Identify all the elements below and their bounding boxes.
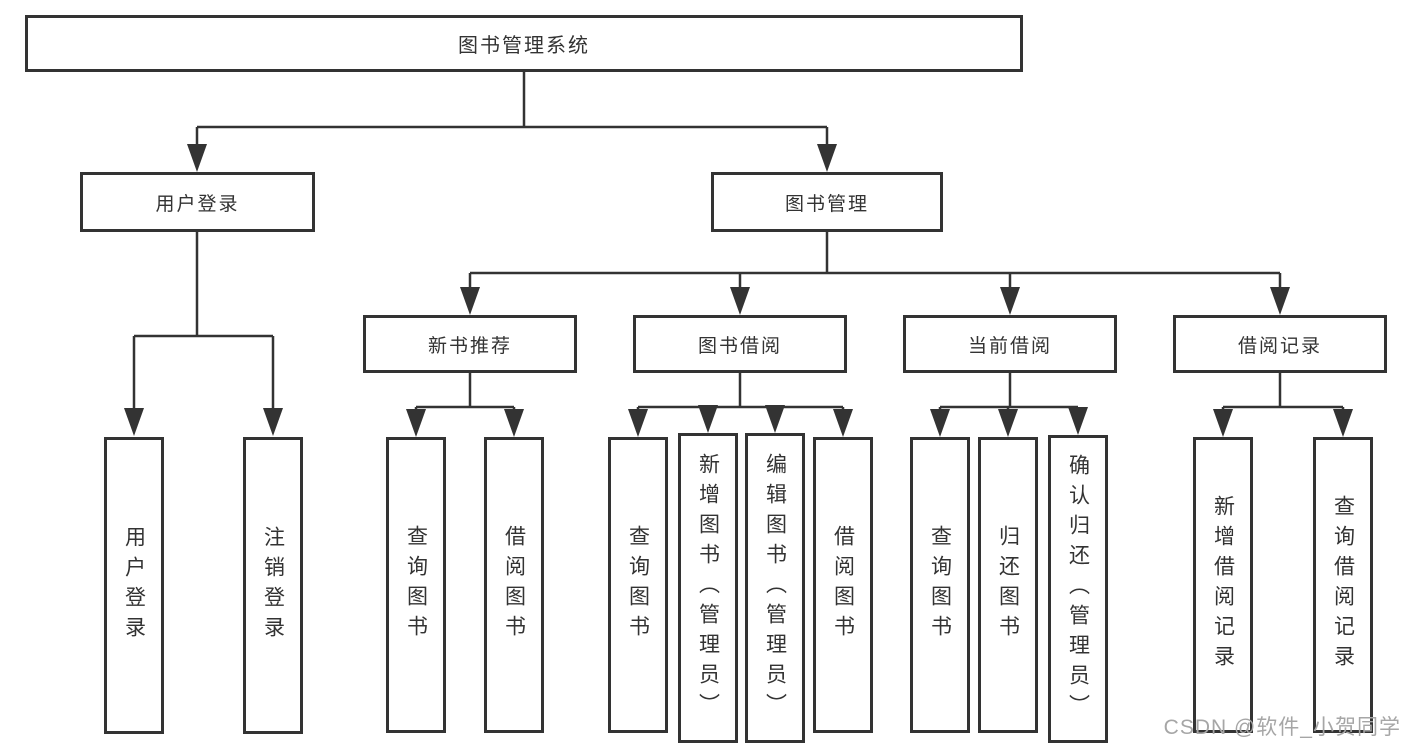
- arrowhead-icon: [187, 144, 207, 172]
- leaf-logout: 注销登录: [243, 437, 303, 734]
- leaf-query-borrow-record: 查询借阅记录: [1313, 437, 1373, 733]
- leaf-return-books: 归还图书: [978, 437, 1038, 733]
- arrowhead-icon: [765, 405, 785, 433]
- arrowhead-icon: [998, 409, 1018, 437]
- arrowhead-icon: [1000, 287, 1020, 315]
- arrowhead-icon: [698, 405, 718, 433]
- node-user-login: 用户登录: [80, 172, 315, 232]
- node-book-borrowing: 图书借阅: [633, 315, 847, 373]
- arrowhead-icon: [1270, 287, 1290, 315]
- leaf-user-login: 用户登录: [104, 437, 164, 734]
- leaf-query-books-current: 查询图书: [910, 437, 970, 733]
- leaf-add-book-admin: 新增图书（管理员）: [678, 433, 738, 743]
- connector-root-to-level2: [195, 72, 829, 152]
- arrowhead-icon: [1213, 409, 1233, 437]
- arrowhead-icon: [406, 409, 426, 437]
- node-borrowing-records: 借阅记录: [1173, 315, 1387, 373]
- leaf-borrow-books-recommend: 借阅图书: [484, 437, 544, 733]
- arrowhead-icon: [1333, 409, 1353, 437]
- arrowhead-icon: [124, 408, 144, 436]
- leaf-add-borrow-record: 新增借阅记录: [1193, 437, 1253, 733]
- connector-book-management-children: [468, 232, 1282, 295]
- csdn-watermark: CSDN @软件_小贺同学: [1163, 716, 1401, 739]
- arrowhead-icon: [930, 409, 950, 437]
- leaf-query-books-borrow: 查询图书: [608, 437, 668, 733]
- leaf-query-books-recommend: 查询图书: [386, 437, 446, 733]
- connector-new-book-children: [414, 373, 516, 417]
- arrowhead-icon: [263, 408, 283, 436]
- arrowhead-icon: [817, 144, 837, 172]
- connector-book-borrow-children: [636, 373, 845, 417]
- connector-borrow-record-children: [1221, 373, 1345, 417]
- node-library-management-system: 图书管理系统: [25, 15, 1023, 72]
- leaf-borrow-books: 借阅图书: [813, 437, 873, 733]
- leaf-edit-book-admin: 编辑图书（管理员）: [745, 433, 805, 743]
- leaf-confirm-return-admin: 确认归还（管理员）: [1048, 435, 1108, 743]
- node-new-book-recommendation: 新书推荐: [363, 315, 577, 373]
- node-current-borrowing: 当前借阅: [903, 315, 1117, 373]
- arrowhead-icon: [730, 287, 750, 315]
- arrowhead-icon: [628, 409, 648, 437]
- arrowhead-icon: [460, 287, 480, 315]
- arrowhead-icon: [504, 409, 524, 437]
- arrowhead-icon: [1068, 407, 1088, 435]
- arrowhead-icon: [833, 409, 853, 437]
- connector-user-login-children: [132, 232, 275, 416]
- node-book-management: 图书管理: [711, 172, 943, 232]
